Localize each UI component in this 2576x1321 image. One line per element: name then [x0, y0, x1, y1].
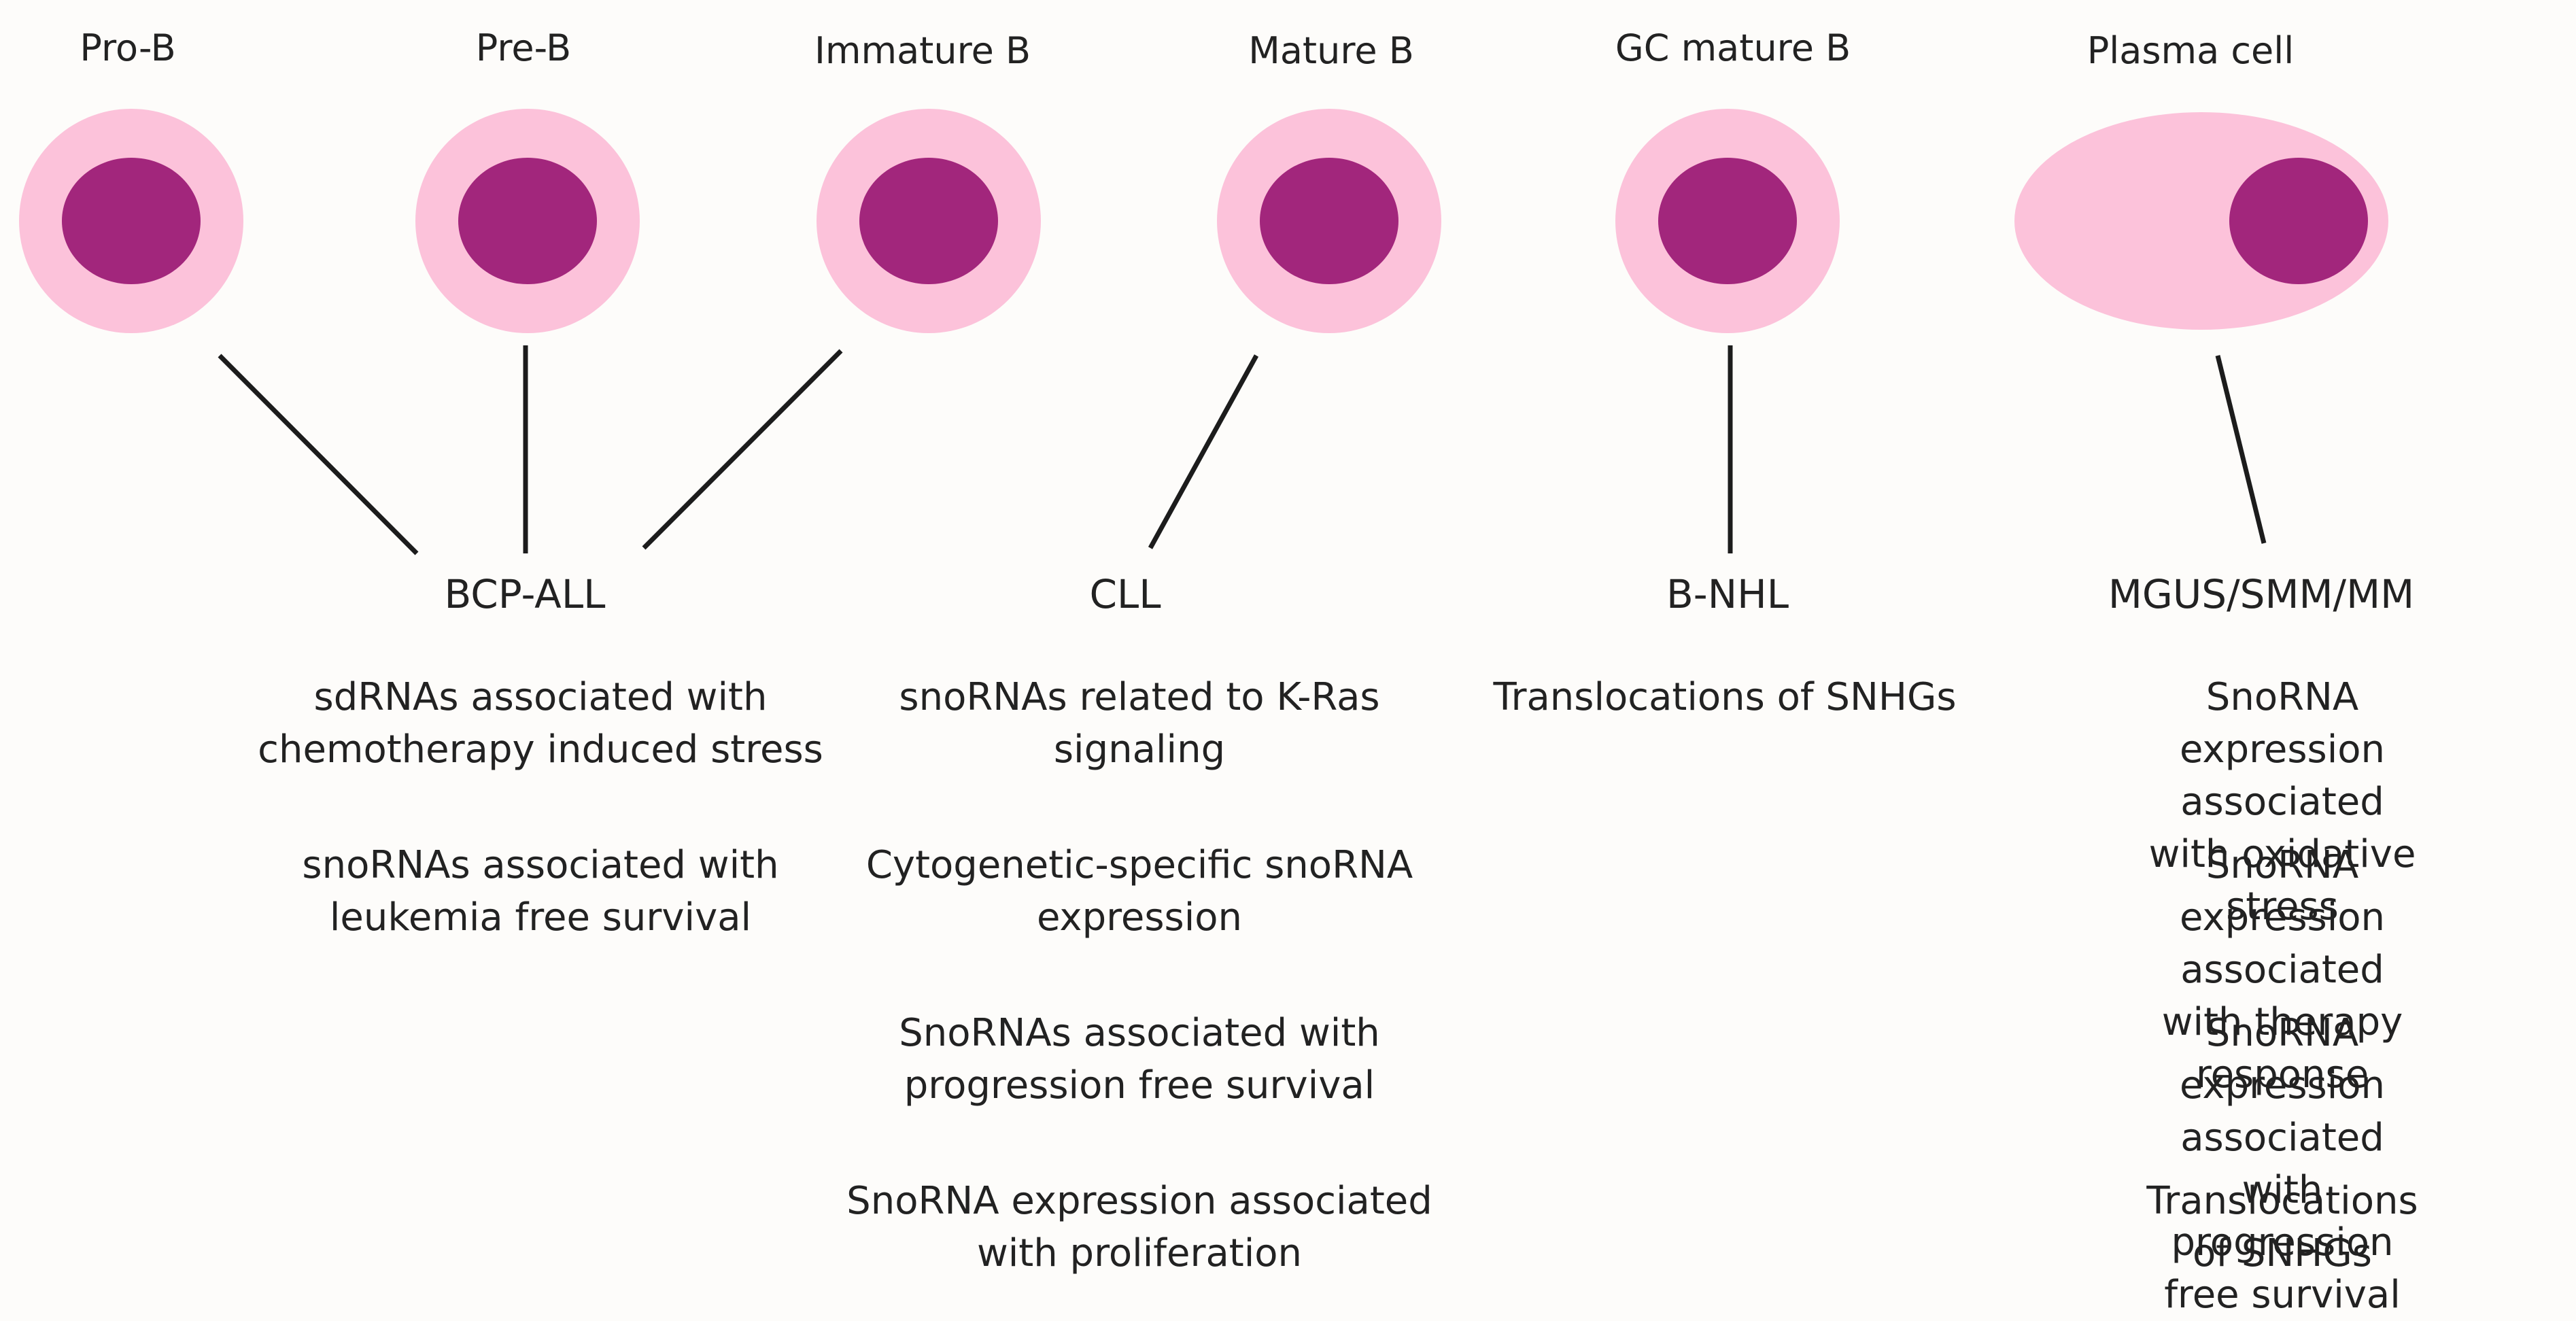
stage-label-pre-b: Pre-B	[475, 27, 572, 69]
stage-label-plasma-cell: Plasma cell	[2086, 29, 2295, 72]
diagram-shapes	[19, 109, 2388, 555]
finding-text: SnoRNA expression associated with therap…	[2135, 839, 2429, 1101]
finding-line: sdRNAs associated with	[313, 675, 768, 719]
finding-text: snoRNAs related to K-Ras signaling	[899, 671, 1379, 776]
finding-text: Translocations of SNHGs	[1493, 671, 1956, 723]
finding-line: Translocations of SNHGs	[1493, 675, 1957, 719]
finding-line: with oxidative stress	[2148, 832, 2416, 929]
stage-label-mature-b: Mature B	[1248, 29, 1414, 72]
finding-line: SnoRNA expression associated	[846, 1179, 1432, 1223]
finding-line: expression	[1036, 895, 1243, 940]
finding-line: leukemia free survival	[329, 895, 752, 940]
cell-plasma-cell-nucleus	[2229, 158, 2368, 284]
finding-text: sdRNAs associated with chemotherapy indu…	[258, 671, 823, 776]
stage-label-gc-mature-b: GC mature B	[1615, 27, 1851, 69]
finding-text: snoRNAs associated with leukemia free su…	[302, 839, 778, 944]
disease-label-b-nhl: B-NHL	[1666, 571, 1789, 617]
finding-line: Translocations of SNHGs	[2146, 1179, 2418, 1275]
stage-label-pro-b: Pro-B	[80, 27, 176, 69]
finding-line: chemotherapy induced stress	[258, 727, 823, 772]
finding-text: SnoRNAs associated with progression free…	[899, 1007, 1380, 1112]
finding-line: progression free survival	[904, 1063, 1375, 1108]
cell-mature-b-nucleus	[1260, 158, 1398, 284]
finding-text: SnoRNA expression associated with oxidat…	[2135, 671, 2429, 933]
finding-line: snoRNAs associated with	[302, 843, 779, 887]
stage-label-immature-b: Immature B	[814, 29, 1031, 72]
connector-pro-b-to-bcp-all	[218, 354, 419, 555]
finding-line: snoRNAs related to K-Ras	[899, 675, 1380, 719]
disease-label-bcp-all: BCP-ALL	[444, 571, 606, 617]
cell-immature-b-nucleus	[859, 158, 998, 284]
finding-line: SnoRNAs associated with	[899, 1011, 1380, 1055]
finding-text: SnoRNA expression associated with prolif…	[846, 1175, 1432, 1280]
finding-line: SnoRNA expression associated	[2179, 843, 2386, 992]
cell-pro-b-nucleus	[62, 158, 201, 284]
finding-line: with proliferation	[976, 1231, 1303, 1275]
finding-line: SnoRNA expression associated	[2179, 1011, 2386, 1160]
finding-line: SnoRNA expression associated	[2179, 675, 2386, 824]
finding-text: Cytogenetic-specific snoRNA expression	[866, 839, 1413, 944]
finding-line: with therapy response	[2161, 1000, 2403, 1097]
disease-label-mgus-smm-mm: MGUS/SMM/MM	[2108, 571, 2415, 617]
cell-pre-b-nucleus	[458, 158, 597, 284]
connector-plasma-cell-to-mgus	[2215, 355, 2267, 544]
connector-immature-b-to-bcp-all	[642, 349, 843, 550]
b-cell-snorna-diagram: Pro-B Pre-B Immature B Mature B GC matur…	[19, 27, 2429, 1317]
cell-gc-mature-b-nucleus	[1658, 158, 1797, 284]
finding-line: Cytogenetic-specific snoRNA	[865, 843, 1413, 887]
connector-mature-b-to-cll	[1148, 354, 1259, 549]
finding-text: Translocations of SNHGs	[2135, 1175, 2429, 1280]
finding-line: signaling	[1053, 727, 1226, 772]
disease-label-cll: CLL	[1089, 571, 1161, 617]
